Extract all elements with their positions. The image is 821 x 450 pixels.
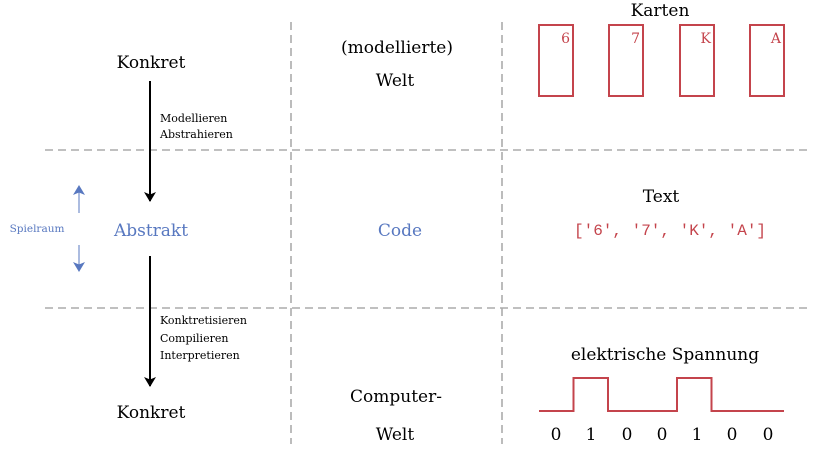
bit-label: 1 — [586, 425, 597, 445]
modeled-world-label-2: Welt — [376, 71, 415, 91]
abstraction-label-1: Modellieren — [160, 112, 227, 125]
abstraction-label-2: Abstrahieren — [159, 128, 233, 141]
card-label: A — [770, 31, 782, 47]
bit-label: 0 — [622, 425, 633, 445]
bit-label: 0 — [763, 425, 774, 445]
concretization-label-1: Konktretisieren — [160, 314, 247, 327]
bit-label: 0 — [657, 425, 668, 445]
card: 7 — [608, 24, 644, 97]
bottom-concrete-label: Konkret — [117, 403, 186, 423]
cards-group: 6 7 K A — [538, 24, 785, 97]
abstract-label: Abstrakt — [113, 221, 188, 241]
card-label: 6 — [561, 31, 570, 47]
bit-label: 1 — [692, 425, 703, 445]
concretization-label-3: Interpretieren — [160, 349, 240, 362]
card: 6 — [538, 24, 574, 97]
cards-title: Karten — [631, 1, 690, 21]
card-label: K — [701, 31, 712, 47]
top-concrete-label: Konkret — [117, 53, 186, 73]
modeled-world-label-1: (modellierte) — [341, 38, 453, 58]
grid-lines — [45, 22, 811, 444]
computer-world-label-2: Welt — [376, 425, 415, 445]
card: A — [749, 24, 785, 97]
computer-world-label-1: Computer- — [350, 387, 442, 407]
card-outline — [538, 24, 574, 97]
card-outline — [679, 24, 715, 97]
card: K — [679, 24, 715, 97]
voltage-signal — [539, 377, 784, 412]
code-label: Code — [378, 221, 422, 241]
spielraum-label: Spielraum — [10, 223, 65, 235]
bits-group: 0 1 0 0 1 0 0 — [551, 425, 774, 445]
card-outline — [608, 24, 644, 97]
text-title: Text — [643, 187, 680, 207]
concretization-label-2: Compilieren — [160, 332, 228, 345]
card-label: 7 — [631, 31, 640, 47]
bit-label: 0 — [551, 425, 562, 445]
text-code: ['6', '7', 'K', 'A'] — [574, 222, 766, 240]
card-outline — [749, 24, 785, 97]
bit-label: 0 — [727, 425, 738, 445]
signal-title: elektrische Spannung — [571, 345, 759, 365]
